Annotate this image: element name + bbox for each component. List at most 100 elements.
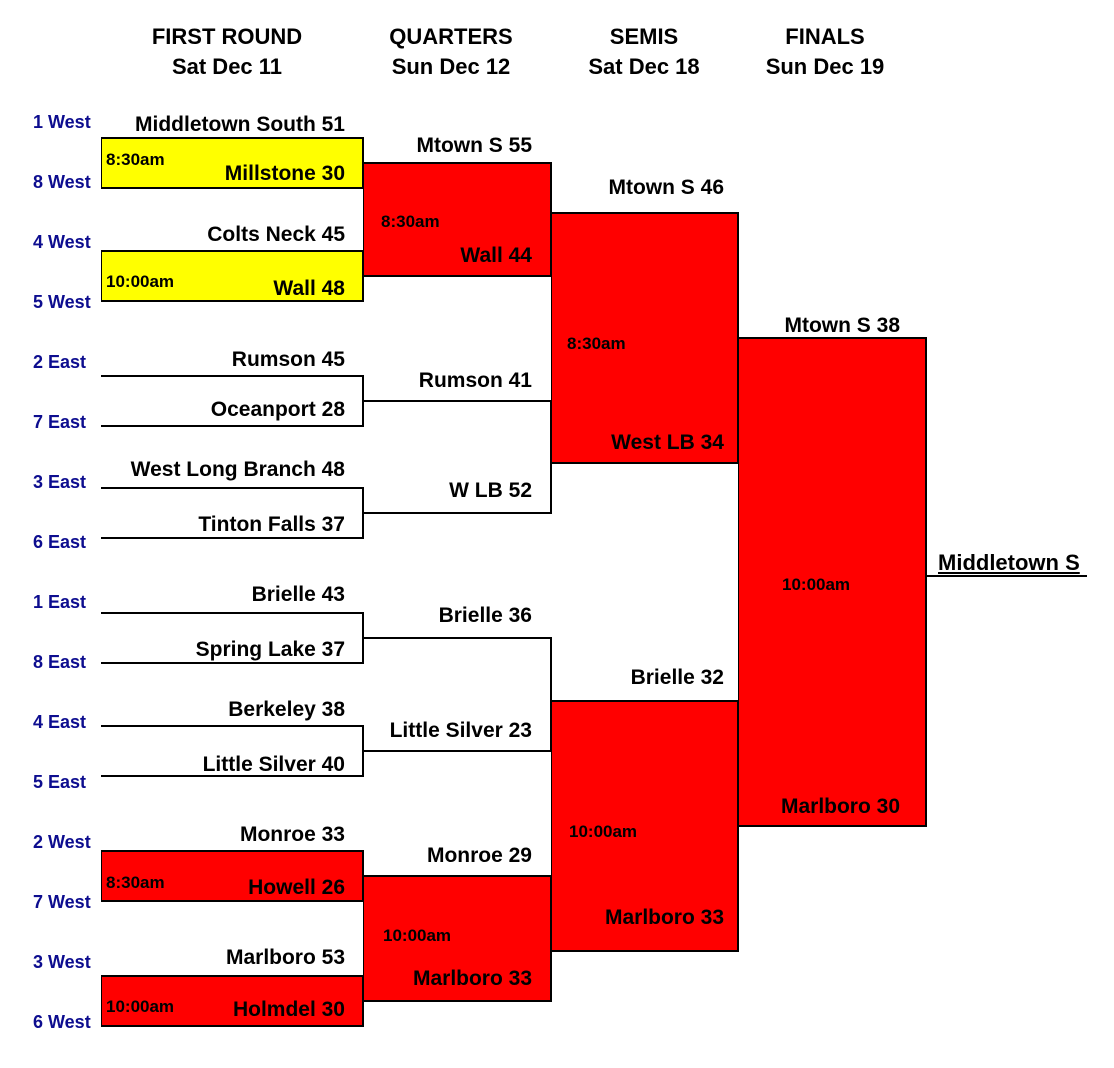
bracket-line [362,637,552,639]
bracket-line [737,337,927,339]
game-time: 10:00am [782,575,851,594]
game-time: 8:30am [381,212,440,231]
seed-label: 4 West [33,232,91,252]
bracket-line [101,975,364,977]
team-score: Marlboro 53 [225,946,345,969]
team-score: Brielle 36 [438,604,532,627]
bracket-line [550,212,739,214]
team-score: Millstone 30 [224,162,345,185]
team-score: Rumson 45 [231,348,345,371]
round-date: Sun Dec 19 [765,54,885,79]
team-score: Marlboro 33 [412,967,532,990]
header-first-round: FIRST ROUND Sat Dec 11 [127,22,327,82]
bracket-line [362,750,552,752]
game-time: 8:30am [106,873,165,892]
bracket-line [101,487,364,489]
seed-label: 5 West [33,292,91,312]
team-score: Marlboro 33 [604,906,724,929]
bracket-line [550,400,552,514]
bracket-line [101,375,364,377]
bracket-line [101,725,364,727]
team-score: West LB 34 [611,431,724,454]
semifinal-game-box [551,212,739,464]
bracket-line [101,662,364,664]
game-time: 10:00am [106,272,175,291]
round-name: FINALS [785,24,865,49]
bracket-line [925,575,1087,577]
round-name: QUARTERS [389,24,513,49]
bracket-line [550,162,552,277]
bracket-line [362,400,552,402]
team-score: Monroe 29 [426,844,532,867]
bracket-line [101,1025,364,1027]
seed-label: 4 East [33,712,87,732]
seed-label: 5 East [33,772,87,792]
bracket-line [101,187,364,189]
seed-label: 7 East [33,412,87,432]
quarterfinal-game-box [363,162,552,276]
bracket-line [362,875,552,877]
game-time: 10:00am [106,997,175,1016]
header-semis: SEMIS Sat Dec 18 [544,22,744,82]
bracket-line [362,275,552,277]
team-score: Marlboro 30 [780,795,900,818]
bracket-line [362,1000,552,1002]
round-name: FIRST ROUND [151,24,303,49]
team-score: Mtown S 38 [784,314,900,337]
team-score: Oceanport 28 [210,398,345,421]
game-time: 10:00am [569,822,638,841]
bracket-line [550,637,552,752]
team-score: Brielle 32 [630,666,724,689]
game-time: 8:30am [567,334,626,353]
bracket-line [550,462,739,464]
bracket-line [101,537,364,539]
round-date: Sat Dec 11 [171,54,283,79]
seed-label: 3 West [33,952,91,972]
team-score: Mtown S 46 [608,176,724,199]
bracket-line [101,425,364,427]
team-score: Brielle 43 [251,583,345,606]
team-score: Spring Lake 37 [195,638,345,661]
bracket-line [925,337,927,827]
bracket-line [737,825,927,827]
seed-label: 8 East [33,652,87,672]
seed-label: 2 West [33,832,91,852]
semifinal-game-box [551,700,739,951]
team-score: Colts Neck 45 [207,223,345,246]
first-round-game-box [101,250,364,302]
bracket-line [362,162,552,164]
round-date: Sun Dec 12 [391,54,511,79]
bracket-line [101,775,364,777]
bracket-line [550,875,552,1002]
seed-label: 1 West [33,112,91,132]
bracket-line [550,700,739,702]
team-score: Little Silver 40 [202,753,345,776]
champion-name: Middletown S [938,550,1080,575]
seed-label: 6 East [33,532,87,552]
round-name: SEMIS [609,24,679,49]
team-score: Howell 26 [248,876,345,899]
seed-label: 3 East [33,472,87,492]
first-round-game-box [101,975,364,1027]
team-score: Rumson 41 [418,369,532,392]
bracket-line [101,612,364,614]
bracket-line [101,250,364,252]
seed-label: 6 West [33,1012,91,1032]
team-score: Monroe 33 [239,823,345,846]
bracket-line [101,850,364,852]
team-score: W LB 52 [449,479,532,502]
bracket-line [362,512,552,514]
team-score: Berkeley 38 [228,698,345,721]
bracket-line [101,900,364,902]
bracket-line [101,137,364,139]
team-score: Little Silver 23 [389,719,532,742]
team-score: Middletown South 51 [135,113,345,136]
bracket-line [550,950,739,952]
team-score: Holmdel 30 [232,998,345,1021]
bracket-line [101,300,364,302]
team-score: Wall 48 [273,277,345,300]
header-finals: FINALS Sun Dec 19 [725,22,925,82]
seed-label: 1 East [33,592,87,612]
team-score: Tinton Falls 37 [198,513,345,536]
seed-label: 7 West [33,892,91,912]
